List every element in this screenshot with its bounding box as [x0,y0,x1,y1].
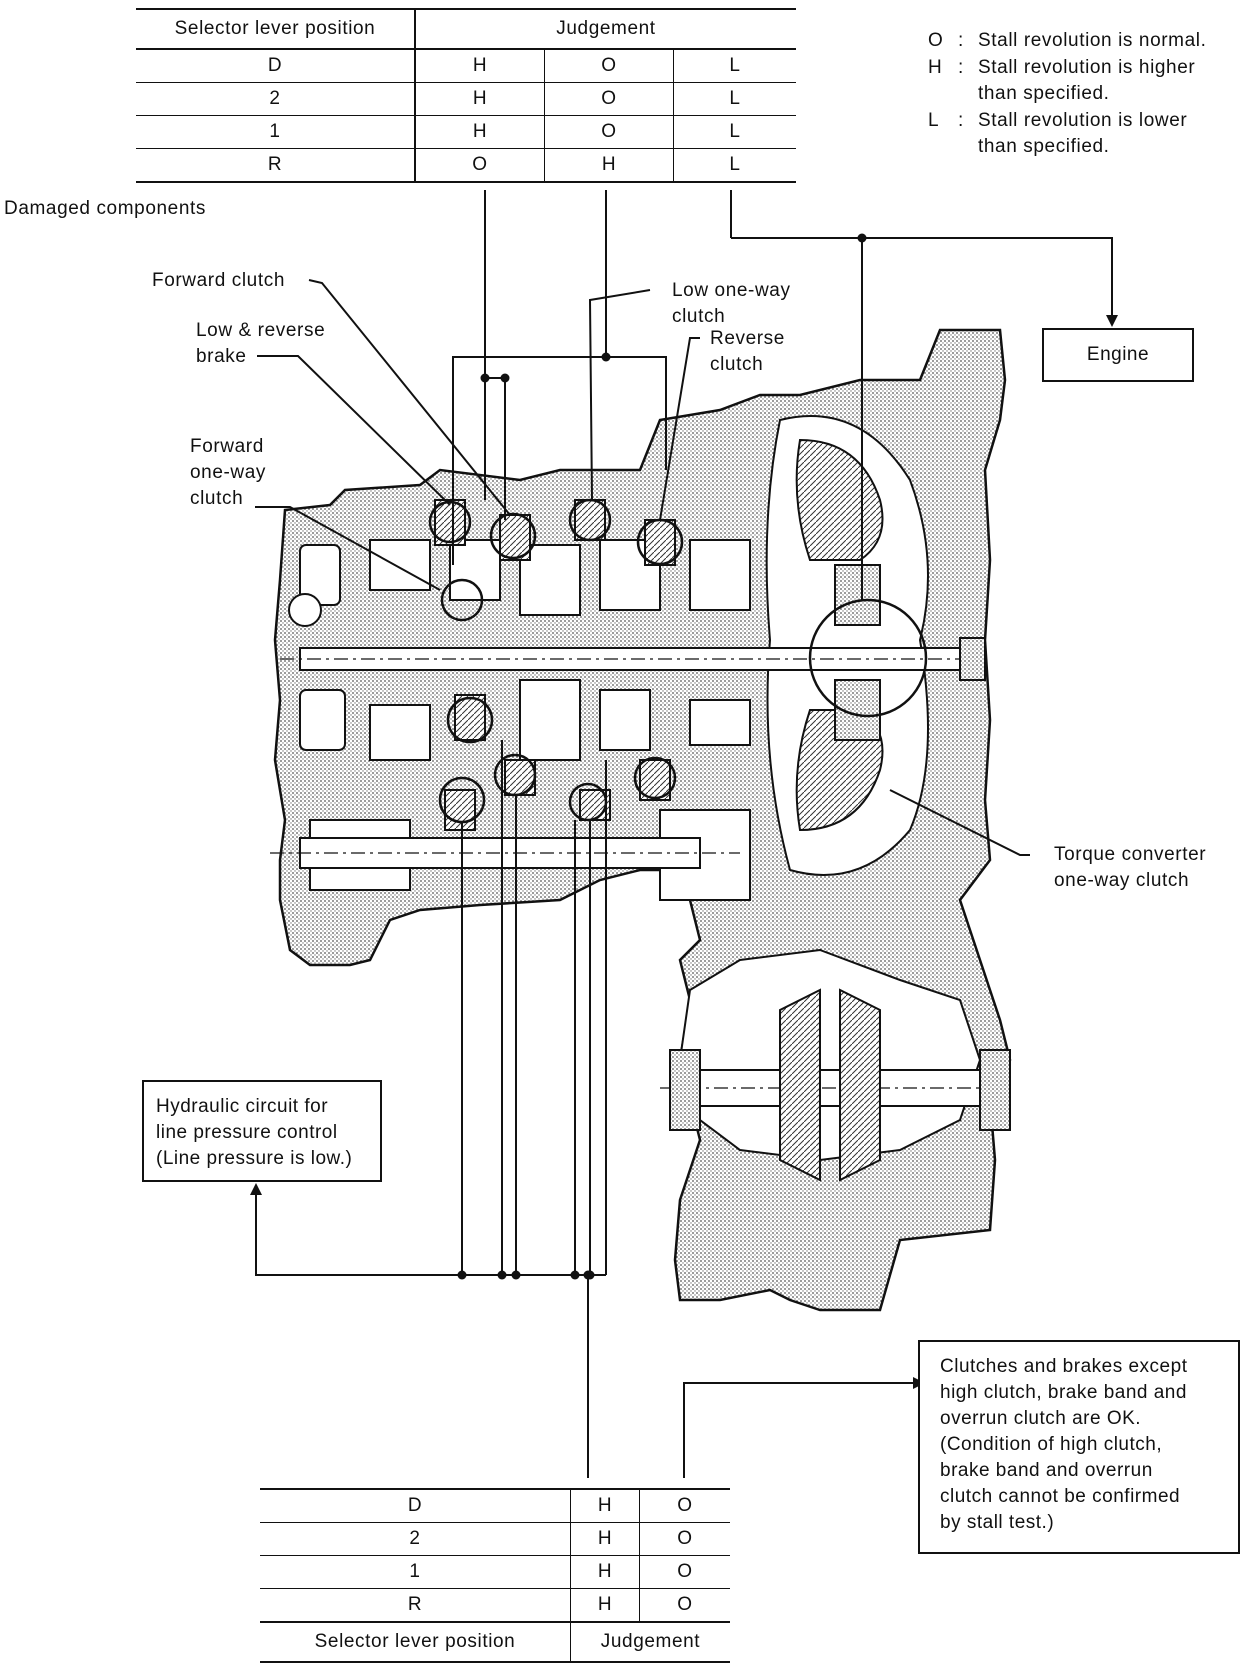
box-line: overrun clutch are OK. [940,1408,1142,1429]
table-row: D H O L [136,49,796,83]
hydraulic-circuit-box: Hydraulic circuit for line pressure cont… [142,1080,382,1182]
cell-position: 1 [136,115,416,149]
legend-text: Stall revolution is higher [978,57,1196,78]
legend-item: O : Stall revolution is normal. [926,28,1242,55]
cell-judgement: O [544,115,674,149]
legend-text-continued: than specified. [978,136,1110,157]
header-judgement: Judgement [556,18,656,39]
cell-judgement: H [570,1489,640,1523]
table-row: 2 H O [260,1522,730,1556]
legend: O : Stall revolution is normal. H : Stal… [926,28,1242,161]
table-row: 1 H O L [136,115,796,149]
table-row: 2 H O L [136,82,796,116]
cell-judgement: L [729,121,741,142]
cell-position: D [136,49,416,83]
legend-separator: : [958,57,964,78]
header-selector-position: Selector lever position [136,9,416,49]
engine-box: Engine [1042,328,1194,382]
box-line: by stall test.) [940,1512,1055,1533]
cell-judgement: O [415,148,545,182]
cell-position: 1 [260,1555,571,1589]
table-row: 1 H O [260,1555,730,1589]
legend-item: H : Stall revolution is higher than spec… [926,55,1242,108]
box-line: Hydraulic circuit for [156,1096,329,1117]
cell-position: R [260,1588,571,1622]
legend-separator: : [958,110,964,131]
label-line: one-way [190,462,267,483]
cell-position: D [260,1489,571,1523]
box-line: high clutch, brake band and [940,1382,1187,1403]
legend-text-continued: than specified. [978,83,1110,104]
cell-judgement: H [570,1588,640,1622]
box-line: brake band and overrun [940,1460,1153,1481]
top-stall-table: Selector lever position Judgement D H O … [136,8,796,183]
label-low-one-way-clutch: Low one-way clutch [672,278,791,330]
legend-symbol: L [928,110,940,131]
cell-position: 2 [260,1522,571,1556]
label-low-reverse-brake: Low & reverse brake [196,318,325,370]
cell-judgement: O [677,1495,693,1516]
table-header-row: Selector lever position Judgement [136,9,796,49]
damaged-components-label: Damaged components [4,198,206,219]
main-shaft [280,637,986,681]
legend-separator: : [958,30,964,51]
cell-judgement: H [415,49,545,83]
legend-text: Stall revolution is lower [978,110,1188,131]
clutches-status-box: Clutches and brakes except high clutch, … [918,1340,1240,1554]
label-reverse-clutch: Reverse clutch [710,326,785,378]
label-line: clutch [710,354,764,375]
footer-judgement: Judgement [600,1631,701,1652]
box-line: (Condition of high clutch, [940,1434,1163,1455]
legend-symbol: H [928,57,943,78]
cell-judgement: O [544,82,674,116]
legend-symbol: O [928,30,944,51]
footer-selector-position: Selector lever position [260,1622,571,1662]
cell-judgement: L [729,88,741,109]
box-line: (Line pressure is low.) [156,1148,353,1169]
table-footer-row: Selector lever position Judgement [260,1622,730,1662]
label-line: Low & reverse [196,320,326,341]
cell-judgement: H [415,82,545,116]
table-row: R H O [260,1588,730,1622]
cell-judgement: O [677,1528,693,1549]
output-shaft [270,837,1011,1182]
label-line: one-way clutch [1054,870,1190,891]
label-line: Reverse [710,328,785,349]
label-line: Low one-way [672,280,791,301]
cell-judgement: L [729,55,741,76]
label-line: Torque converter [1054,844,1207,865]
table-row: R O H L [136,148,796,182]
cell-judgement: L [729,154,741,175]
connector-lines [255,190,1113,1478]
cell-judgement: H [415,115,545,149]
box-line: clutch cannot be confirmed [940,1486,1181,1507]
label-forward-clutch: Forward clutch [152,270,285,291]
cell-judgement: H [570,1522,640,1556]
label-line: clutch [672,306,726,327]
box-line: Clutches and brakes except [940,1356,1188,1377]
label-torque-converter-one-way-clutch: Torque converter one-way clutch [1054,842,1206,894]
label-line: brake [196,346,247,367]
table-row: D H O [260,1489,730,1523]
cell-judgement: O [677,1561,693,1582]
cell-judgement: H [544,148,674,182]
label-forward-one-way-clutch: Forward one-way clutch [190,434,266,512]
component-circles [428,498,928,824]
legend-item: L : Stall revolution is lower than speci… [926,108,1242,161]
cell-position: 2 [136,82,416,116]
cell-position: R [136,148,416,182]
cell-judgement: O [544,49,674,83]
bottom-stall-table: D H O 2 H O 1 H O R H O Selector lever p… [260,1488,730,1663]
label-line: clutch [190,488,244,509]
cell-judgement: O [677,1594,693,1615]
junction-dots [457,233,867,1280]
cell-judgement: H [570,1555,640,1589]
legend-text: Stall revolution is normal. [978,30,1207,51]
box-line: line pressure control [156,1122,338,1143]
label-line: Forward [190,436,264,457]
